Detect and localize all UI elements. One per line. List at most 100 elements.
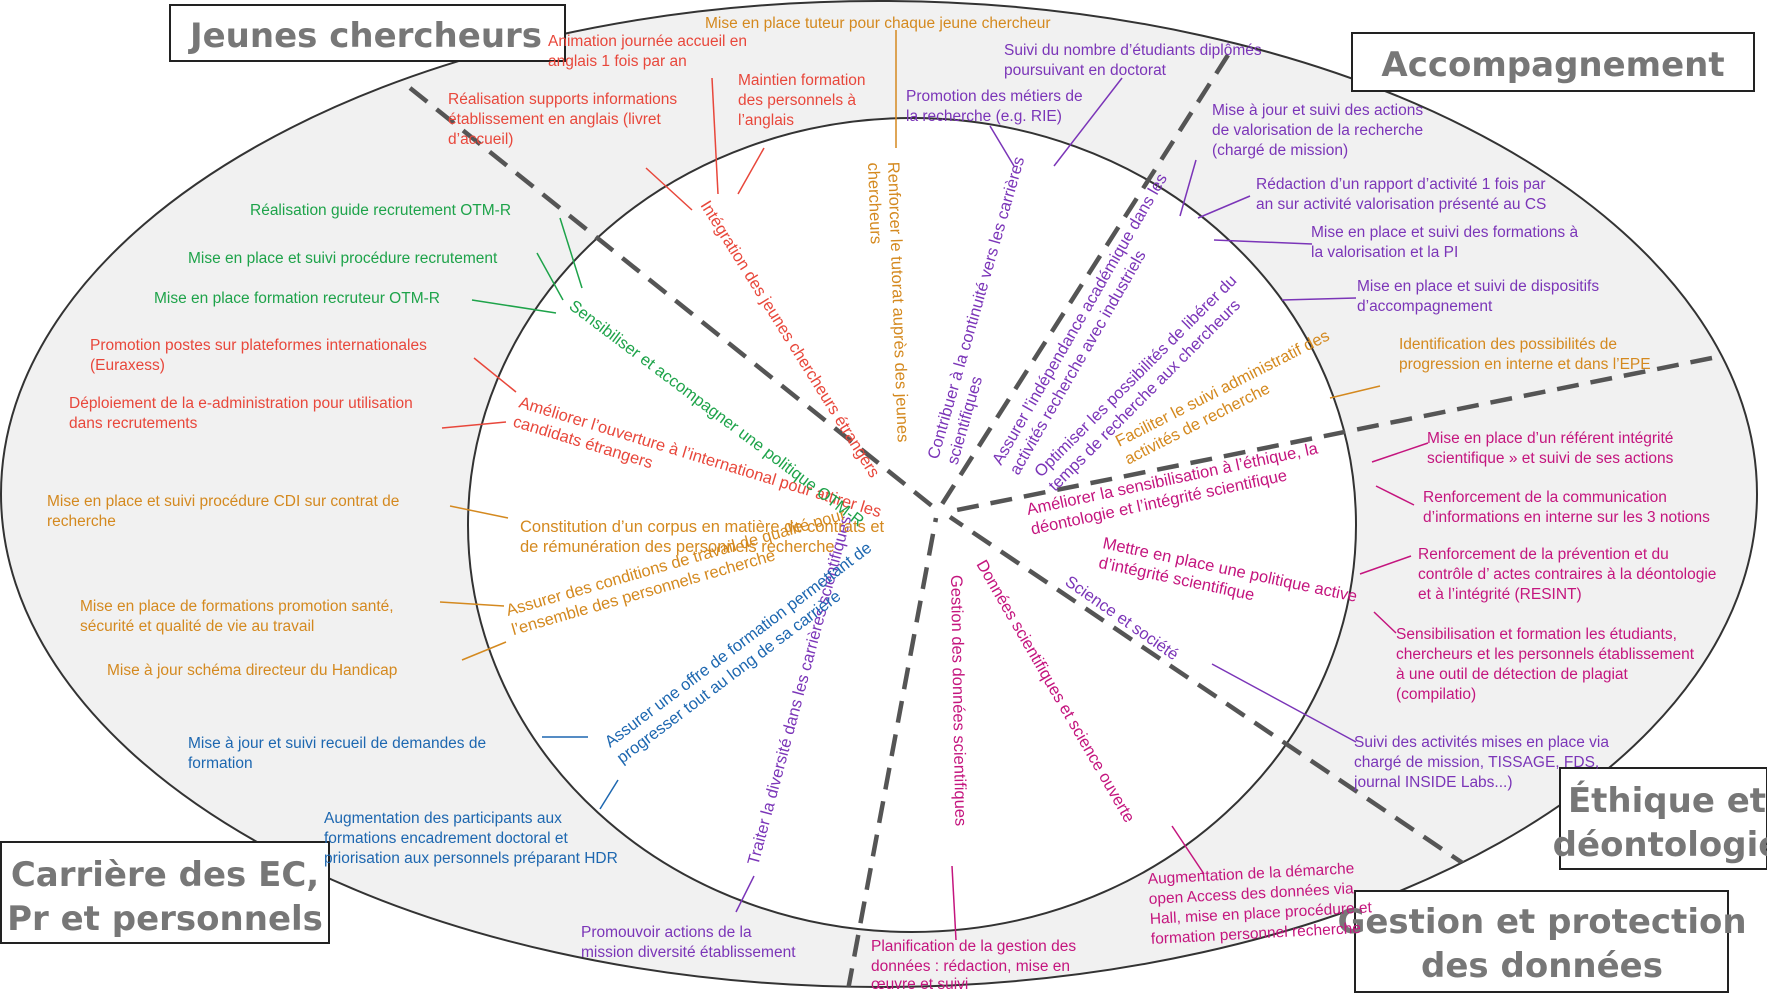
action-diversite-1: Promouvoir actions de la	[581, 924, 752, 941]
category-jeunes: Jeunes chercheurs	[169, 4, 566, 62]
action-planif-2: données : rédaction, mise en	[871, 958, 1070, 975]
connector-diversite	[735, 875, 755, 913]
action-cdi-1: Mise en place et suivi procédure CDI sur…	[47, 493, 399, 510]
connector-eadmin	[441, 421, 507, 429]
connector-euraxess	[473, 357, 517, 393]
action-supports-1: Réalisation supports informations	[448, 91, 677, 108]
sector-dividers	[408, 53, 1713, 987]
action-valorisation-1: Mise à jour et suivi des actions	[1212, 102, 1423, 119]
action-eadmin-2: dans recrutements	[69, 415, 198, 432]
category-ethique-label-2: déontologie	[1553, 825, 1767, 865]
axis-corpus-1: Constitution d’un corpus en matière de c…	[520, 518, 885, 536]
action-plagiat-4: (compilatio)	[1396, 686, 1476, 703]
action-rapport-1: Rédaction d’un rapport d’activité 1 fois…	[1256, 176, 1546, 193]
action-communication-2: d’informations en interne sur les 3 noti…	[1423, 509, 1710, 526]
action-valorisation-2: de valorisation de la recherche	[1212, 122, 1423, 139]
divider-ethique	[946, 355, 1713, 515]
connector-lines	[439, 30, 1429, 941]
action-progression-1: Identification des possibilités de	[1399, 336, 1617, 353]
action-hdr-2: formations encadrement doctoral et	[324, 830, 569, 847]
action-demandes-2: formation	[188, 755, 253, 772]
category-gestion: Gestion et protection des données	[1337, 890, 1747, 993]
connector-hdr	[599, 779, 619, 810]
action-planif-1: Planification de la gestion des	[871, 938, 1076, 955]
action-demandes-1: Mise à jour et suivi recueil de demandes…	[188, 735, 486, 752]
action-metiers-2: la recherche (e.g. RIE)	[906, 108, 1062, 125]
connector-suivi-activites	[1211, 663, 1357, 743]
action-eadmin-1: Déploiement de la e-administration pour …	[69, 395, 413, 412]
connector-resint	[1359, 555, 1412, 575]
action-plagiat-2: chercheurs et les personnels établisseme…	[1396, 646, 1695, 663]
action-guide: Réalisation guide recrutement OTM-R	[250, 202, 511, 219]
axis-gestion-donnees: Gestion des données scientifiques	[947, 575, 969, 827]
divider-carriere	[845, 517, 939, 987]
divider-accompagnement	[935, 53, 1230, 514]
action-formations-pi-2: la valorisation et la PI	[1311, 244, 1458, 261]
axis-tutorat-2: chercheurs	[864, 162, 885, 244]
category-ethique: Éthique et déontologie	[1553, 767, 1767, 870]
action-communication-1: Renforcement de la communication	[1423, 489, 1667, 506]
connector-handicap	[461, 641, 507, 661]
action-sante-2: sécurité et qualité de vie au travail	[80, 618, 314, 635]
connector-cdi	[449, 505, 509, 519]
connector-planif	[951, 865, 957, 941]
category-gestion-label-1: Gestion et protection	[1337, 902, 1746, 942]
connector-communication	[1375, 485, 1415, 506]
connector-procedure	[536, 252, 564, 301]
action-promotion-postes-2: (Euraxess)	[90, 357, 165, 374]
category-carriere-label-1: Carrière des EC,	[11, 855, 319, 895]
action-animation-1: Animation journée accueil en	[548, 33, 747, 50]
action-referent-1: Mise en place d’un référent intégrité	[1427, 430, 1673, 447]
action-cdi-2: recherche	[47, 513, 116, 530]
action-formation-recruteur: Mise en place formation recruteur OTM-R	[154, 290, 440, 307]
action-plagiat-1: Sensibilisation et formation les étudian…	[1396, 626, 1677, 643]
action-procedure-recrutement: Mise en place et suivi procédure recrute…	[188, 250, 498, 267]
connector-progression	[1329, 385, 1381, 399]
action-diversite-2: mission diversité établissement	[581, 944, 796, 961]
action-referent-2: scientifique » et suivi de ses actions	[1427, 450, 1674, 467]
connector-referent	[1371, 442, 1429, 463]
connector-formations-pi	[1213, 239, 1313, 245]
connector-maintien	[737, 147, 765, 195]
action-rapport-2: an sur activité valorisation présenté au…	[1256, 196, 1546, 213]
connector-guide	[559, 217, 583, 289]
connector-supports	[645, 167, 693, 211]
category-gestion-label-2: des données	[1421, 946, 1663, 986]
action-maintien-3: l’anglais	[738, 112, 794, 129]
divider-jeunes	[408, 86, 939, 512]
connector-dispositifs	[1281, 297, 1357, 301]
action-tuteur: Mise en place tuteur pour chaque jeune c…	[705, 15, 1051, 32]
connector-openaccess	[1171, 825, 1205, 875]
category-carriere: Carrière des EC, Pr et personnels	[0, 841, 330, 944]
category-accompagnement-label: Accompagnement	[1381, 45, 1724, 85]
action-promotion-postes-1: Promotion postes sur plateformes interna…	[90, 337, 427, 354]
action-diplomes-1: Suivi du nombre d’étudiants diplômés	[1004, 42, 1262, 59]
action-formations-pi-1: Mise en place et suivi des formations à	[1311, 224, 1578, 241]
category-jeunes-label: Jeunes chercheurs	[188, 16, 542, 56]
action-hdr-3: priorisation aux personnels préparant HD…	[324, 850, 618, 867]
action-valorisation-3: (chargé de mission)	[1212, 142, 1348, 159]
action-resint-2: contrôle d’ actes contraires à la déonto…	[1418, 566, 1716, 583]
action-maintien-1: Maintien formation	[738, 72, 866, 89]
action-metiers-1: Promotion des métiers de	[906, 88, 1083, 105]
action-suivi-activites-2: chargé de mission, TISSAGE, FDS,	[1354, 754, 1599, 771]
action-supports-2: établissement en anglais (livret	[448, 111, 661, 128]
divider-gestion	[948, 515, 1472, 870]
action-planif-3: œuvre et suivi	[871, 976, 968, 993]
category-ethique-label-1: Éthique et	[1568, 780, 1766, 821]
connector-recruteur	[471, 299, 557, 314]
action-diplomes-2: poursuivant en doctorat	[1004, 62, 1167, 79]
action-hdr-1: Augmentation des participants aux	[324, 810, 562, 827]
action-suivi-activites-1: Suivi des activités mises en place via	[1354, 734, 1609, 751]
action-maintien-2: des personnels à	[738, 92, 856, 109]
inner-ring	[467, 117, 1357, 933]
action-dispositifs-2: d’accompagnement	[1357, 298, 1493, 315]
axis-corpus-2: de rémunération des personnels recherche	[520, 538, 835, 556]
action-sante-1: Mise en place de formations promotion sa…	[80, 598, 394, 615]
action-animation-2: anglais 1 fois par an	[548, 53, 687, 70]
connector-animation	[711, 77, 719, 195]
connector-rapport	[1197, 195, 1251, 219]
action-resint-1: Renforcement de la prévention et du	[1418, 546, 1669, 563]
action-handicap: Mise à jour schéma directeur du Handicap	[107, 662, 397, 679]
action-suivi-activites-3: journal INSIDE Labs...)	[1353, 774, 1513, 791]
